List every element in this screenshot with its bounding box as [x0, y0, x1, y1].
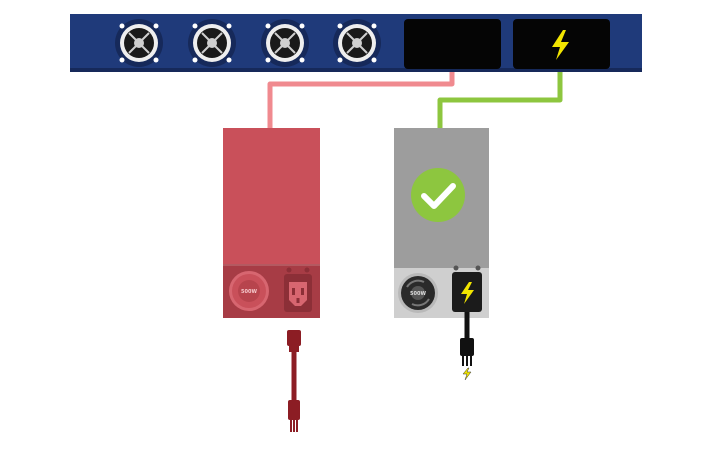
- healthy-power-cord: [460, 312, 474, 381]
- failed-psu: 500W: [223, 128, 320, 318]
- psu-fan: 500W: [398, 273, 438, 313]
- healthy-psu: 500W: [394, 128, 489, 318]
- fan-icon: [188, 19, 236, 67]
- fan-icon: [115, 19, 163, 67]
- checkmark-icon: [421, 183, 456, 209]
- healthy-psu-cable: [437, 70, 563, 128]
- checkmark-badge: [411, 168, 465, 222]
- fan-icon: [261, 19, 309, 67]
- psu-slot-empty: [404, 19, 501, 69]
- server-chassis: [70, 14, 642, 72]
- failed-psu-cable: [267, 70, 455, 128]
- iec-inlet-connected: [452, 265, 482, 312]
- fan-icon: [333, 19, 381, 67]
- psu-wattage-label: 500W: [241, 289, 257, 295]
- iec-inlet: [284, 267, 312, 312]
- lightning-bolt-icon: [461, 282, 474, 304]
- psu-fan: 500W: [229, 271, 269, 311]
- psu-wattage-label: 500W: [410, 291, 426, 297]
- lightning-bolt-icon: [462, 367, 472, 381]
- failed-power-cord: [287, 330, 301, 432]
- lightning-bolt-icon: [552, 30, 569, 60]
